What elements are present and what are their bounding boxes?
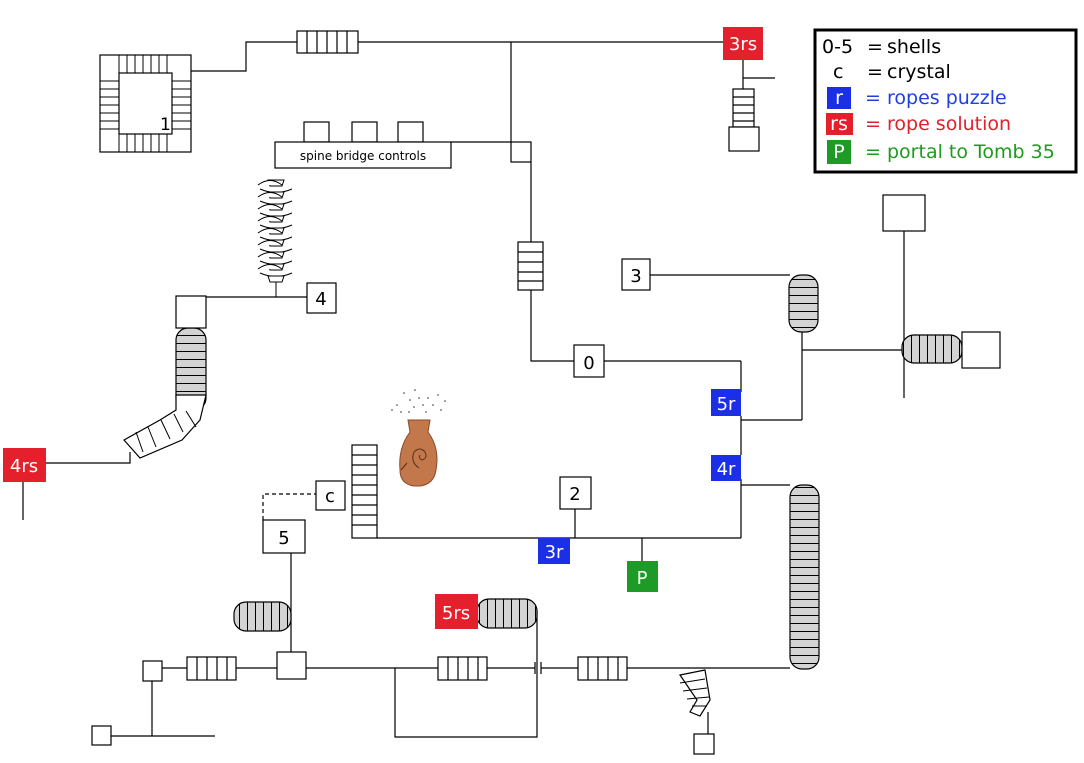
crystal-node[interactable]: c bbox=[315, 480, 346, 511]
legend-swatch-solution bbox=[826, 113, 853, 135]
ropes-3r-label: 3r bbox=[545, 542, 564, 563]
shell-3-label: 3 bbox=[630, 266, 641, 287]
legend-key-portal: P bbox=[833, 141, 844, 163]
rope-solution-3rs[interactable]: 3rs bbox=[723, 27, 763, 60]
legend-key-crystal: c bbox=[833, 61, 843, 83]
rope-5rs-label: 5rs bbox=[442, 603, 470, 624]
legend-desc-crystal: crystal bbox=[887, 61, 951, 83]
segmented-doors bbox=[186, 30, 760, 681]
vase-spray bbox=[391, 389, 446, 413]
shell-node-3[interactable]: 3 bbox=[621, 258, 651, 291]
shell-1-label: 1 bbox=[160, 115, 171, 135]
legend-swatch-portal bbox=[827, 140, 851, 164]
white-boxes bbox=[91, 194, 1001, 755]
legend-eq-crystal: = bbox=[867, 61, 883, 83]
legend-key-ropes: r bbox=[835, 87, 843, 109]
ropes-puzzle-5r[interactable]: 5r bbox=[711, 389, 741, 416]
rope-3rs-label: 3rs bbox=[729, 34, 757, 55]
rope-solution-4rs[interactable]: 4rs bbox=[3, 448, 46, 482]
legend-desc-shells: shells bbox=[887, 36, 941, 58]
rope-4rs-label: 4rs bbox=[10, 456, 38, 477]
legend-eq-portal: = bbox=[865, 141, 881, 163]
portal-to-tomb-35[interactable]: P bbox=[627, 561, 658, 592]
legend-eq-ropes: = bbox=[865, 87, 881, 109]
legend-key-shells: 0-5 bbox=[822, 36, 853, 58]
vase-icon bbox=[391, 389, 446, 487]
shell-node-5[interactable]: 5 bbox=[262, 519, 306, 554]
ropes-puzzle-3r[interactable]: 3r bbox=[538, 538, 570, 564]
spine-bridge-controls-label: spine bridge controls bbox=[300, 149, 426, 163]
shell-4-label: 4 bbox=[315, 289, 326, 310]
gray-tubes bbox=[123, 274, 963, 717]
crystal-label: c bbox=[325, 486, 335, 507]
legend-key-solution: rs bbox=[830, 113, 848, 135]
shell-node-4[interactable]: 4 bbox=[306, 282, 337, 314]
legend-desc-ropes: ropes puzzle bbox=[887, 87, 1007, 109]
legend: 0-5 = shells c = crystal r = ropes puzzl… bbox=[813, 28, 1078, 174]
rope-solution-5rs[interactable]: 5rs bbox=[435, 594, 478, 629]
shell1-chamber: 1 bbox=[99, 54, 192, 153]
ropes-puzzle-4r[interactable]: 4r bbox=[711, 455, 741, 481]
ropes-4r-label: 4r bbox=[717, 459, 736, 480]
ropes-5r-label: 5r bbox=[717, 394, 736, 415]
shell-5-label: 5 bbox=[278, 528, 289, 549]
legend-desc-solution: rope solution bbox=[887, 113, 1011, 135]
corridors bbox=[22, 41, 905, 738]
portal-label: P bbox=[637, 568, 648, 589]
shell-2-label: 2 bbox=[569, 484, 580, 505]
legend-eq-solution: = bbox=[865, 113, 881, 135]
legend-eq-shells: = bbox=[867, 36, 883, 58]
shell-node-2[interactable]: 2 bbox=[559, 476, 592, 510]
spine-bridge: spine bridge controls bbox=[257, 121, 532, 297]
legend-desc-portal: portal to Tomb 35 bbox=[887, 141, 1055, 163]
shell-node-0[interactable]: 0 bbox=[573, 344, 605, 378]
shell-0-label: 0 bbox=[583, 353, 594, 374]
legend-swatch-ropes bbox=[827, 87, 851, 109]
